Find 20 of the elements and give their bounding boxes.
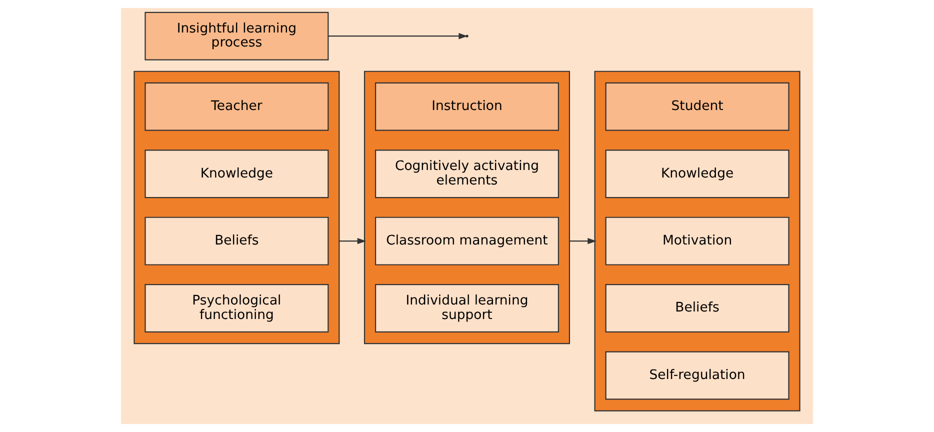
node-box: Beliefs bbox=[144, 216, 329, 266]
node-box: Insightful learning process bbox=[144, 12, 329, 60]
node-box: Classroom management bbox=[375, 216, 559, 266]
node-box: Knowledge bbox=[605, 150, 790, 198]
node-box: Individual learning support bbox=[375, 284, 559, 333]
arrow bbox=[339, 238, 366, 244]
node-box: Beliefs bbox=[605, 284, 790, 333]
cluster bbox=[594, 70, 800, 412]
node-box: Motivation bbox=[605, 216, 790, 266]
node-box: Self-regulation bbox=[605, 351, 790, 400]
node-box: Knowledge bbox=[144, 150, 329, 198]
arrow bbox=[328, 33, 468, 40]
node-box: Cognitively activating elements bbox=[375, 150, 559, 198]
cluster bbox=[364, 70, 570, 344]
node-box: Teacher bbox=[144, 82, 329, 131]
arrow bbox=[569, 238, 596, 244]
node-box: Instruction bbox=[375, 82, 559, 131]
cluster bbox=[134, 70, 340, 344]
node-box: Psychological functioning bbox=[144, 284, 329, 333]
node-box: Student bbox=[605, 82, 790, 131]
